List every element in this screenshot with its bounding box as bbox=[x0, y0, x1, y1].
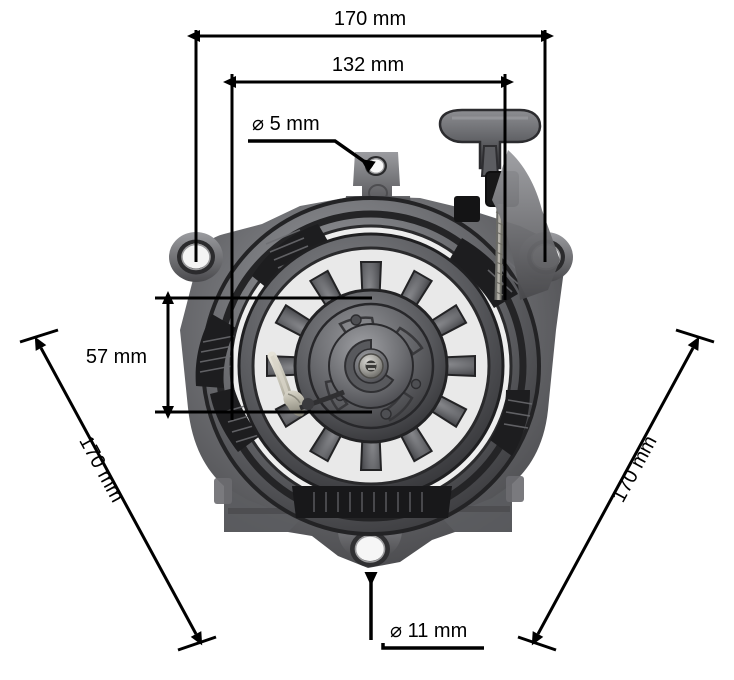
t-handle-pull-grip bbox=[438, 108, 542, 177]
dimension-small-hole: ⌀ 5 mm bbox=[248, 113, 376, 173]
left-diagonal-label: 170 mm bbox=[74, 432, 128, 506]
lower-vent bbox=[292, 486, 452, 518]
bolt-spacing-label: 132 mm bbox=[332, 54, 404, 76]
center-hub bbox=[307, 302, 435, 430]
dimension-mount-hole: ⌀ 11 mm bbox=[364, 572, 484, 650]
starter-rod bbox=[494, 203, 504, 301]
center-height-label: 57 mm bbox=[86, 346, 147, 368]
right-diagonal-label: 170 mm bbox=[608, 432, 662, 506]
overall-width-label: 170 mm bbox=[334, 8, 406, 30]
dimension-overall-width: 170 mm bbox=[187, 8, 554, 262]
starter-arm-bracket bbox=[492, 150, 560, 300]
mount-hole-label: ⌀ 11 mm bbox=[390, 620, 467, 642]
small-hole-label: ⌀ 5 mm bbox=[252, 113, 320, 135]
recoil-starter-assembly-photo bbox=[169, 108, 573, 568]
starter-rope bbox=[267, 351, 345, 417]
dimension-bolt-spacing: 132 mm bbox=[223, 54, 514, 420]
